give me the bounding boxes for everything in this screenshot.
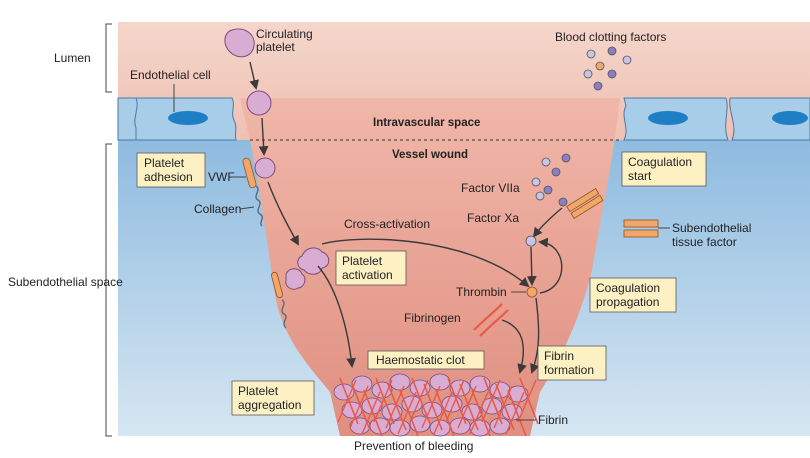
nucleus-icon [168, 111, 208, 125]
clot-platelet-icon [361, 397, 383, 415]
fibrin-strand-icon [433, 391, 453, 435]
fibrin-strand-icon [399, 389, 419, 437]
fibrin-strand-icon [517, 379, 537, 423]
tissue-factor-legend-icon [623, 219, 659, 238]
collagen-icon [255, 185, 263, 227]
blood-clotting-factors-label: Blood clotting factors [555, 30, 666, 44]
haemostatic-clot-box: Haemostatic clot [376, 353, 465, 367]
fibrinogen-icon [473, 303, 509, 337]
fibrin-strand-icon [469, 391, 489, 435]
intravascular-space-label: Intravascular space [373, 117, 480, 129]
fibrin-strand-icon [435, 389, 455, 437]
fibrin-strand-icon [507, 389, 527, 437]
haemostatic-clot-icon [333, 373, 539, 437]
prevention-of-bleeding-label: Prevention of bleeding [354, 439, 473, 453]
subendothelial-tissue-factor-label: Subendothelial tissue factor [672, 221, 755, 249]
circulating-platelet-label: Circulating platelet [256, 27, 316, 54]
clot-platelet-icon [389, 373, 411, 391]
adhered-platelet-icon [254, 157, 276, 179]
vessel-wound [240, 98, 620, 436]
vessel-wound-label: Vessel wound [392, 149, 468, 161]
fibrin-strand-icon [519, 377, 539, 425]
factor-xa-icon [525, 235, 537, 247]
circulating-platelet-icon [224, 28, 255, 58]
coagulation-propagation-box: Coagulation propagation [596, 281, 663, 309]
endothelial-cell-label: Endothelial cell [130, 68, 211, 82]
factor-viia-label: Factor VIIa [461, 181, 520, 195]
fibrin-formation-box: Fibrin formation [544, 349, 594, 377]
region-lumen-label: Lumen [54, 51, 91, 65]
platelet-aggregation-box: Platelet aggregation [238, 384, 301, 412]
coagulation-start-box: Coagulation start [628, 155, 695, 183]
factor-xa-label: Factor Xa [467, 211, 519, 225]
fibrin-strand-icon [361, 391, 381, 435]
activated-platelet-icon [285, 268, 306, 290]
region-brackets [105, 23, 112, 437]
tissue-factor-icon [566, 187, 604, 219]
clot-platelet-icon [421, 401, 443, 419]
vwf-icon [271, 271, 283, 299]
platelet-activation-box: Platelet activation [342, 254, 393, 282]
clotting-factors-icon [583, 46, 632, 91]
fibrin-strand-icon [505, 391, 525, 435]
activated-platelet-icon [297, 247, 330, 275]
fibrin-label: Fibrin [538, 413, 568, 427]
region-subendothelial-label: Subendothelial space [8, 275, 123, 289]
cross-activation-label: Cross-activation [344, 217, 430, 231]
fibrin-strand-icon [471, 389, 491, 437]
clot-platelet-icon [371, 381, 393, 399]
clot-platelet-icon [429, 419, 451, 437]
endothelial-cells [117, 97, 810, 141]
platelet-icon [246, 90, 272, 116]
nucleus-icon [772, 111, 808, 125]
vwf-label: VWF [208, 170, 235, 184]
thrombin-label: Thrombin [456, 285, 507, 299]
fibrin-strand-icon [363, 389, 383, 437]
fibrinogen-label: Fibrinogen [404, 311, 461, 325]
collagen-icon [281, 299, 287, 329]
thrombin-icon [526, 286, 538, 298]
collagen-label: Collagen [194, 202, 241, 216]
vwf-icon [242, 157, 257, 188]
platelet-adhesion-box: Platelet adhesion [144, 156, 193, 184]
nucleus-icon [648, 111, 688, 125]
factor-viia-icon [531, 153, 571, 201]
fibrin-strand-icon [397, 391, 417, 435]
